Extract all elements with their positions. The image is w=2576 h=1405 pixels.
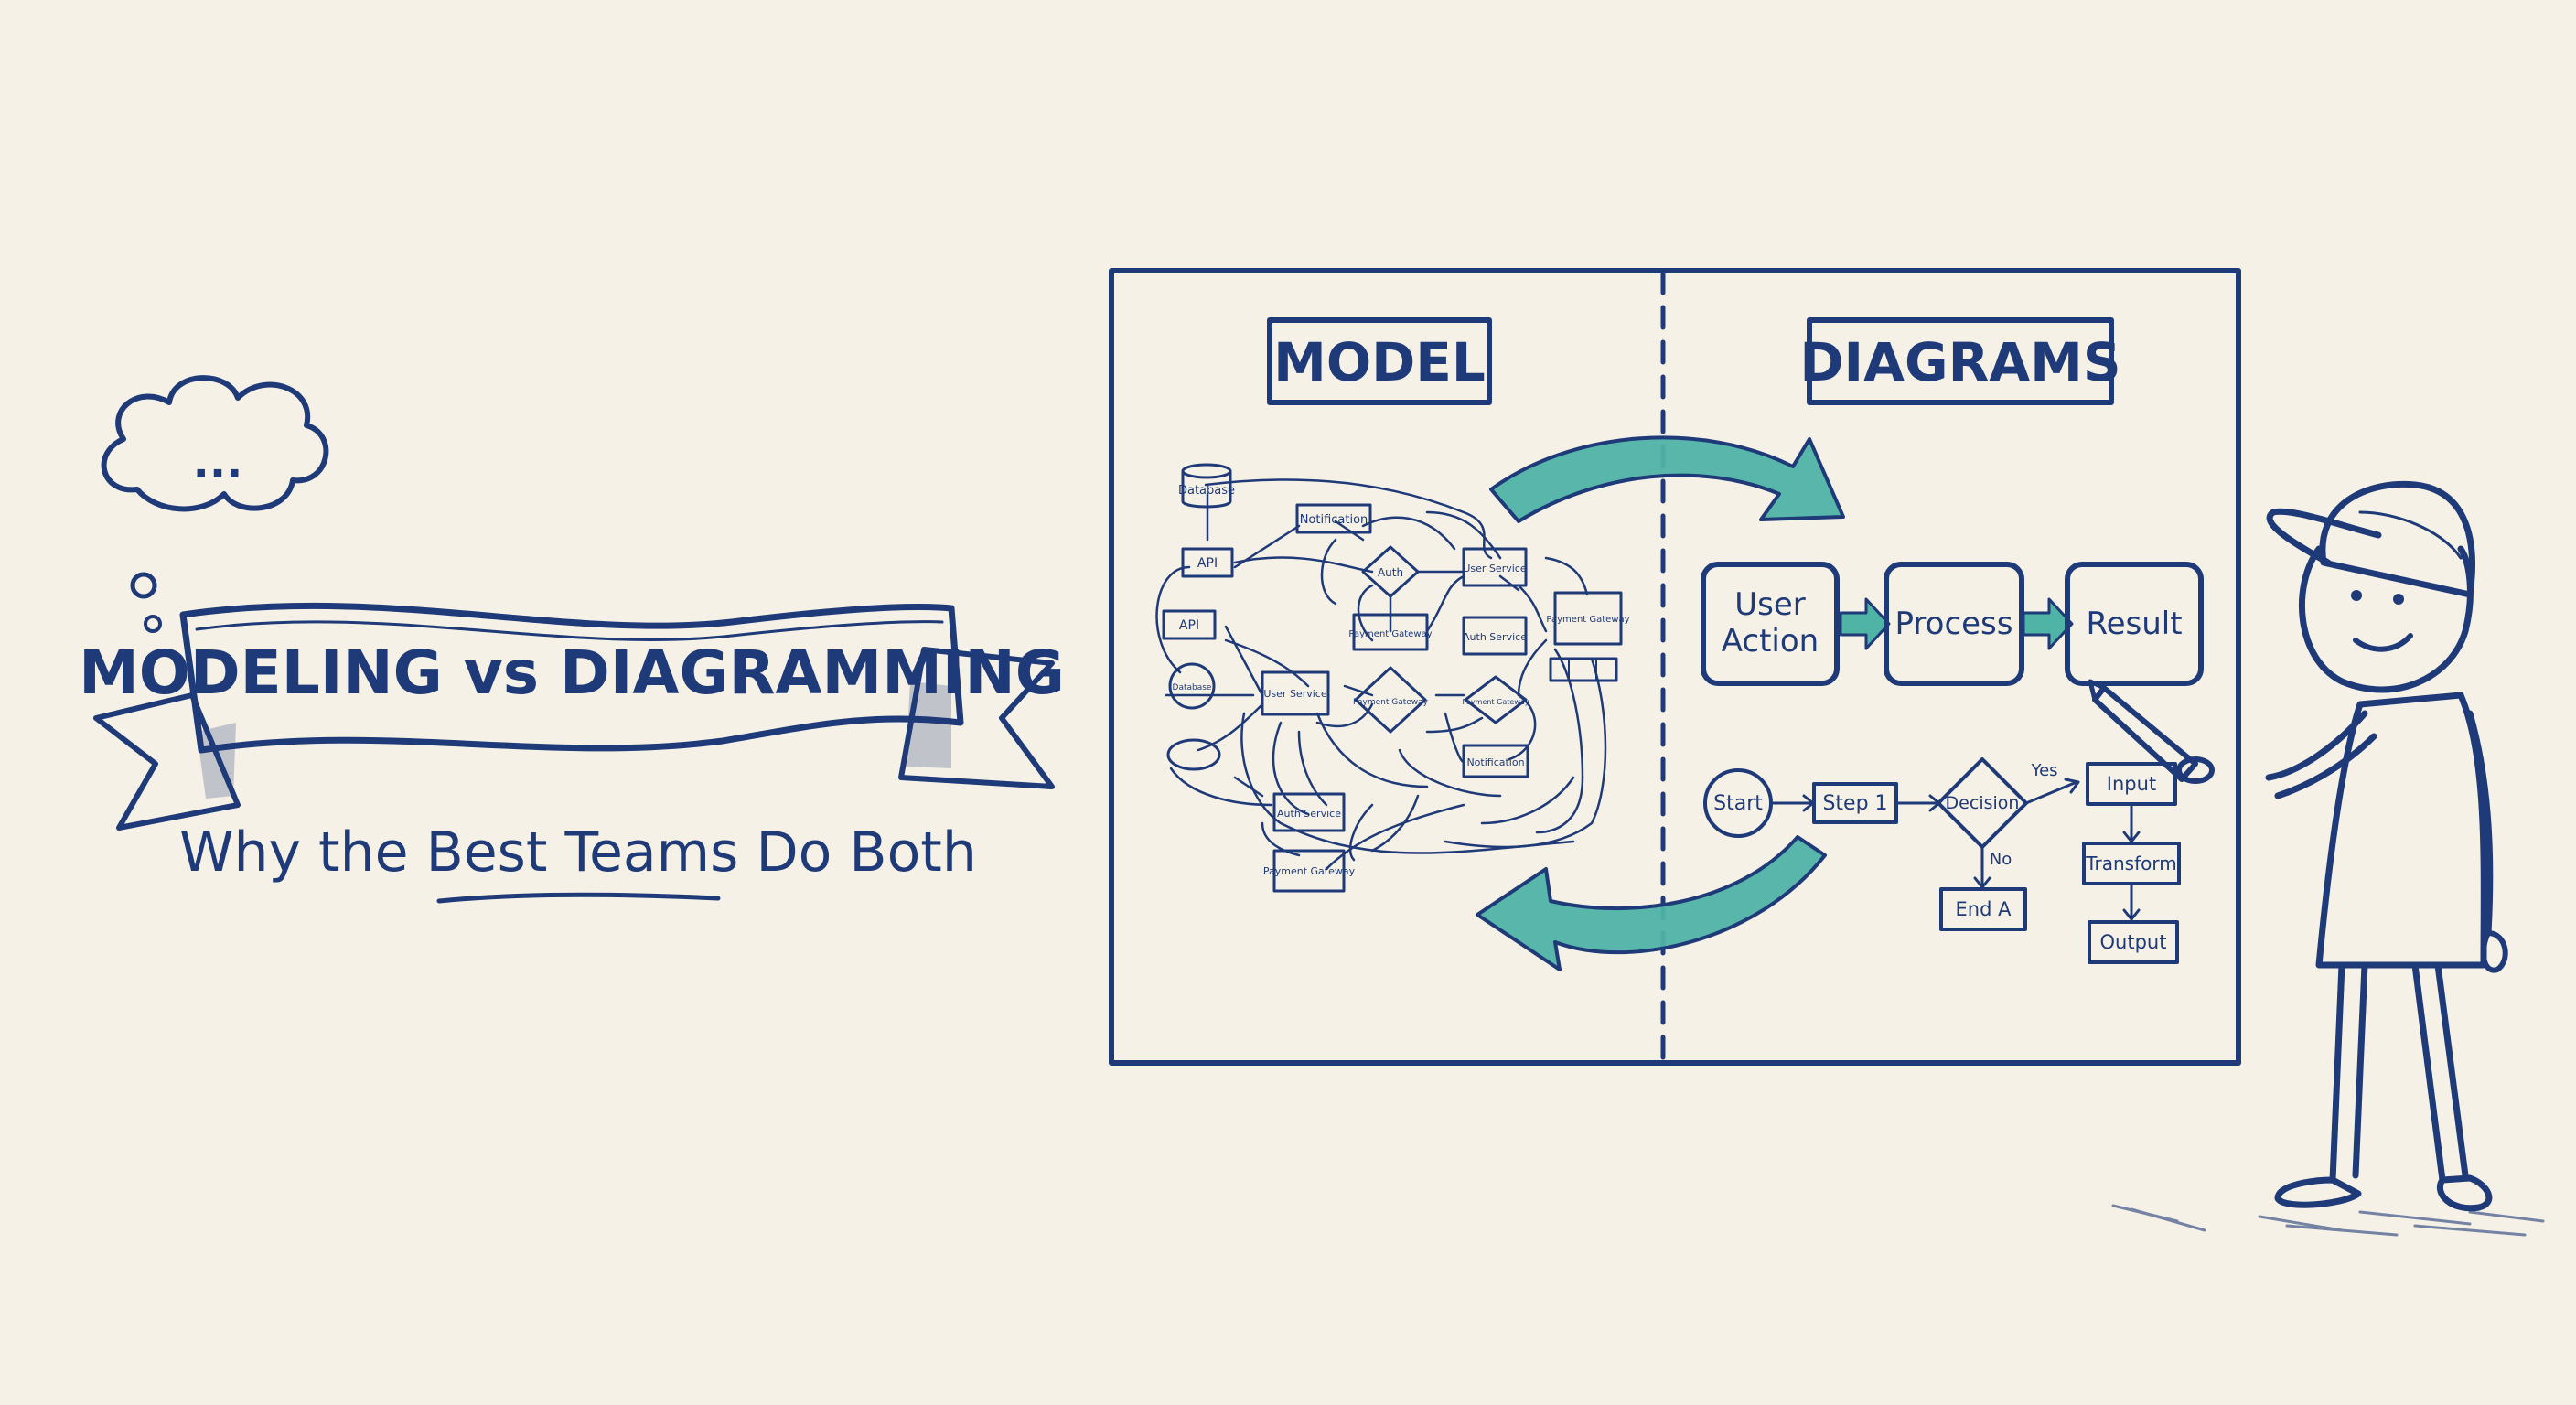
diagrams-heading: DIAGRAMS [1799, 331, 2120, 393]
diagrams-heading-box [1807, 317, 2114, 405]
arm-lowered [2466, 710, 2494, 937]
flowchart-no-label: No [1990, 850, 2012, 869]
svg-text:Payment Gateway: Payment Gateway [1348, 629, 1432, 639]
model-diagram: Database Notification API Auth User Serv… [1155, 463, 1630, 893]
svg-text:Auth: Auth [1378, 566, 1403, 579]
model-node-payment-gateway-4: Payment Gateway [1463, 675, 1530, 724]
model-node-payment-gateway-1: Payment Gateway [1348, 613, 1433, 651]
whiteboard: MODEL DIAGRAMS [1109, 268, 2241, 1066]
svg-text:Payment Gateway: Payment Gateway [1263, 865, 1356, 877]
model-heading-box [1267, 317, 1492, 405]
model-heading: MODEL [1273, 331, 1486, 393]
flowchart-input: Input [2107, 773, 2156, 795]
model-node-payment-gateway-5: Payment Gateway [1263, 849, 1356, 893]
model-node-notification-2: Notification [1462, 744, 1530, 778]
thought-bubble: ... [101, 375, 329, 633]
simple-flow: User Action Process Result [1701, 562, 2204, 686]
model-node-auth-service-2: Auth Service [1272, 792, 1346, 832]
svg-text:Payment Gateway: Payment Gateway [1463, 698, 1530, 706]
cap-brim [2266, 508, 2382, 566]
cap-crown [2319, 480, 2475, 598]
arrow-diagrams-to-model [1477, 837, 1825, 970]
svg-text:Payment Gateway: Payment Gateway [1546, 615, 1629, 625]
model-node-api-1: API [1181, 547, 1234, 578]
ground-shadow [2111, 1204, 2545, 1237]
svg-text:Database: Database [1173, 683, 1212, 692]
svg-text:Database: Database [1178, 484, 1235, 498]
flow-process-label: Process [1895, 606, 2013, 642]
svg-text:API: API [1179, 618, 1199, 633]
model-node-user-service-1: User Service [1462, 547, 1528, 587]
svg-text:User Service: User Service [1263, 688, 1326, 700]
cycle-arrows [1476, 435, 1845, 971]
flow-user-action-label-1: User [1734, 586, 1806, 623]
model-node-notification-1: Notification [1295, 503, 1372, 534]
model-node-api-2: API [1162, 609, 1217, 640]
model-node-auth-service-1: Auth Service [1462, 616, 1528, 656]
flow-user-action-label-2: Action [1722, 623, 1819, 660]
flowchart-transform: Transform [2085, 853, 2176, 874]
svg-text:User Service: User Service [1463, 563, 1526, 574]
model-node-small-service [1549, 657, 1618, 682]
model-connections [1155, 478, 1607, 871]
model-node-database-1: Database [1178, 463, 1235, 509]
leg-right [2411, 961, 2446, 1184]
model-node-payment-gateway-3: Payment Gateway [1353, 666, 1429, 734]
model-node-payment-gateway-2: Payment Gateway [1546, 591, 1630, 646]
flowchart-output: Output [2100, 931, 2167, 953]
svg-text:Auth Service: Auth Service [1277, 808, 1341, 820]
arrow-model-to-diagrams [1491, 437, 1843, 521]
flow-result-box [2065, 562, 2204, 686]
thought-dot-small [144, 615, 162, 633]
banner-band [179, 602, 964, 754]
flowchart-decision: Decision [1946, 793, 2020, 813]
leg-left [2329, 961, 2345, 1184]
shoe-left [2274, 1176, 2362, 1208]
shoe-right [2437, 1174, 2493, 1212]
svg-text:Auth Service: Auth Service [1463, 631, 1527, 643]
svg-text:Notification: Notification [1300, 513, 1368, 527]
svg-text:API: API [1197, 556, 1218, 571]
flowchart: Start Step 1 Decision Yes No End A Input… [1703, 757, 2181, 964]
thought-bubble-ellipsis: ... [193, 437, 243, 488]
eye-left [2351, 590, 2362, 601]
model-node-user-service-2: User Service [1261, 670, 1330, 716]
board-frame [1109, 268, 2241, 1066]
svg-text:Payment Gateway: Payment Gateway [1353, 698, 1429, 707]
banner-right-tail [898, 647, 1055, 789]
flowchart-start: Start [1713, 792, 1763, 815]
flowchart-yes-label: Yes [2030, 761, 2057, 780]
thought-dot-large [130, 572, 157, 599]
model-node-oval [1166, 738, 1221, 771]
flowchart-end-a: End A [1956, 898, 2012, 920]
subtitle-underline [436, 892, 721, 904]
model-node-database-2: Database [1168, 662, 1216, 710]
model-node-auth-1: Auth [1361, 545, 1420, 598]
flowchart-step1: Step 1 [1822, 792, 1887, 815]
banner-subtitle: Why the Best Teams Do Both [179, 820, 977, 885]
title-banner: MODELING vs DIAGRAMMING [79, 602, 1065, 831]
flow-result-label: Result [2086, 606, 2182, 642]
banner-title: MODELING vs DIAGRAMMING [79, 638, 1065, 708]
arm-raised [2265, 710, 2368, 781]
smile [2353, 633, 2413, 652]
flow-user-action-box [1701, 562, 1840, 686]
stick-figure-presenter [2088, 480, 2545, 1237]
svg-text:Notification: Notification [1466, 756, 1524, 768]
eye-right [2393, 594, 2404, 605]
flow-process-box [1884, 562, 2024, 686]
banner-left-tail [93, 692, 241, 831]
